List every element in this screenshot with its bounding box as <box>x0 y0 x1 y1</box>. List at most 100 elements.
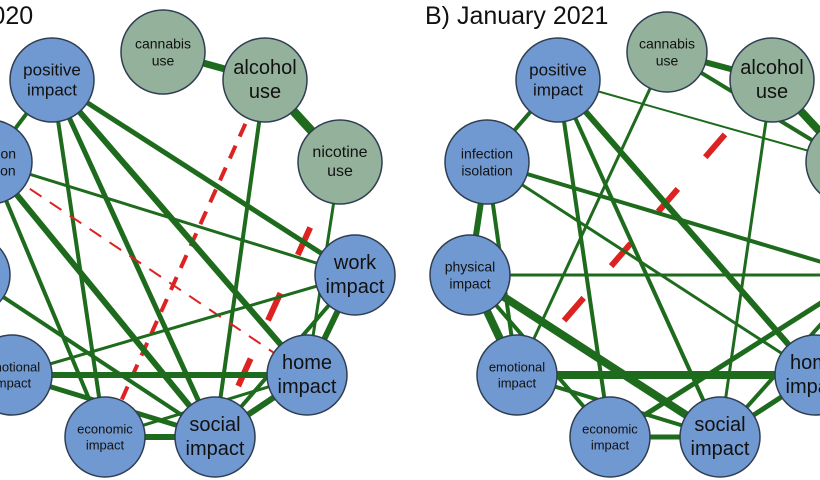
edge-infection-social <box>0 169 218 439</box>
panel-title-january-2021: B) January 2021 <box>425 2 608 30</box>
node-label-physical-0: physical <box>445 259 496 275</box>
node-label-economic-0: economic <box>77 422 133 437</box>
edge-infection-economic <box>0 180 107 438</box>
node-circle-alcohol <box>222 37 308 123</box>
node-label-work-0: work <box>333 252 377 274</box>
node-label-infection-1: isolation <box>0 162 16 178</box>
node-label-positive-0: positive <box>23 60 81 79</box>
node-label-emotional-1: impact <box>0 375 32 390</box>
node-label-cannabis-0: cannabis <box>639 36 695 52</box>
node-nicotine: nicotine use <box>297 119 383 205</box>
node-circle-economic <box>569 396 651 478</box>
node-label-nicotine-0: nicotine <box>312 144 367 161</box>
node-circle-alcohol <box>729 37 815 123</box>
node-label-economic-0: economic <box>582 422 638 437</box>
node-circle-infection <box>0 120 33 204</box>
edge-positive-home <box>555 78 818 377</box>
node-label-nicotine-1: use <box>327 163 353 180</box>
node-label-alcohol-0: alcohol <box>740 57 803 79</box>
node-circle-work <box>314 234 396 316</box>
node-circle-physical <box>0 247 11 303</box>
node-label-positive-0: positive <box>529 60 587 79</box>
panel-april-2020: A) April 2020 cannabisusealcoholusenicot… <box>0 2 396 478</box>
node-circle-nicotine <box>297 119 383 205</box>
node-circle-physical <box>429 234 511 316</box>
node-label-emotional-1: impact <box>498 375 537 390</box>
node-circle-cannabis <box>120 9 206 95</box>
node-circle-nicotine <box>805 129 820 195</box>
node-label-cannabis-1: use <box>152 52 175 68</box>
panel-title-april-2020: A) April 2020 <box>0 2 33 30</box>
node-label-cannabis-1: use <box>656 52 679 68</box>
node-label-alcohol-1: use <box>249 81 281 103</box>
node-label-infection-0: infection <box>0 146 16 162</box>
edge-physical-social <box>467 271 723 441</box>
node-positive: positive impact <box>9 37 95 123</box>
node-label-positive-1: impact <box>533 81 583 100</box>
node-circle-social <box>174 396 256 478</box>
edge-positive-work <box>50 77 357 278</box>
edge-emotional-work <box>11 273 356 377</box>
node-label-social-1: impact <box>691 438 750 460</box>
node-circle-social <box>679 396 761 478</box>
node-label-alcohol-1: use <box>756 81 788 103</box>
edge-physical-social <box>0 292 217 439</box>
edge-infection-home <box>0 167 308 376</box>
node-circle-home <box>774 334 820 416</box>
node-label-physical-1: impact <box>449 275 490 291</box>
node-label-social-0: social <box>189 414 240 436</box>
node-label-emotional-0: emotional <box>0 360 40 375</box>
node-label-social-1: impact <box>186 438 245 460</box>
node-circle-economic <box>64 396 146 478</box>
node-label-work-1: impact <box>326 276 385 298</box>
node-label-alcohol-0: alcohol <box>233 57 296 79</box>
node-label-home-1: impact <box>278 376 337 398</box>
node-label-home-1: impact <box>786 376 820 398</box>
node-label-social-0: social <box>694 414 745 436</box>
node-label-infection-0: infection <box>461 146 513 162</box>
node-label-home-0: home <box>282 352 332 374</box>
edge-alcohol-economic <box>103 79 267 438</box>
node-label-emotional-0: emotional <box>489 360 545 375</box>
node-circle-positive <box>9 37 95 123</box>
edge-positive-home <box>49 78 310 377</box>
node-positive: positive impact <box>515 37 601 123</box>
node-label-positive-1: impact <box>27 81 77 100</box>
edge-infection-work <box>486 160 820 264</box>
node-label-economic-1: impact <box>86 437 125 452</box>
node-label-cannabis-0: cannabis <box>135 36 191 52</box>
node-circle-infection <box>444 119 530 205</box>
node-circle-positive <box>515 37 601 123</box>
node-label-infection-1: isolation <box>461 162 512 178</box>
node-label-economic-1: impact <box>591 437 630 452</box>
node-circle-cannabis <box>626 11 708 93</box>
edge-infection-work <box>0 163 356 277</box>
edge-economic-work <box>608 300 820 440</box>
node-circle-emotional <box>476 334 558 416</box>
node-label-home-0: home <box>790 352 820 374</box>
edge-nicotine-social <box>212 160 343 439</box>
panel-january-2021: B) January 2021 cannabisusealcoholusenic… <box>425 2 820 478</box>
nodes-january-2021: cannabisusealcoholusenicotineuseworkimpa… <box>429 11 820 478</box>
node-circle-home <box>266 334 348 416</box>
